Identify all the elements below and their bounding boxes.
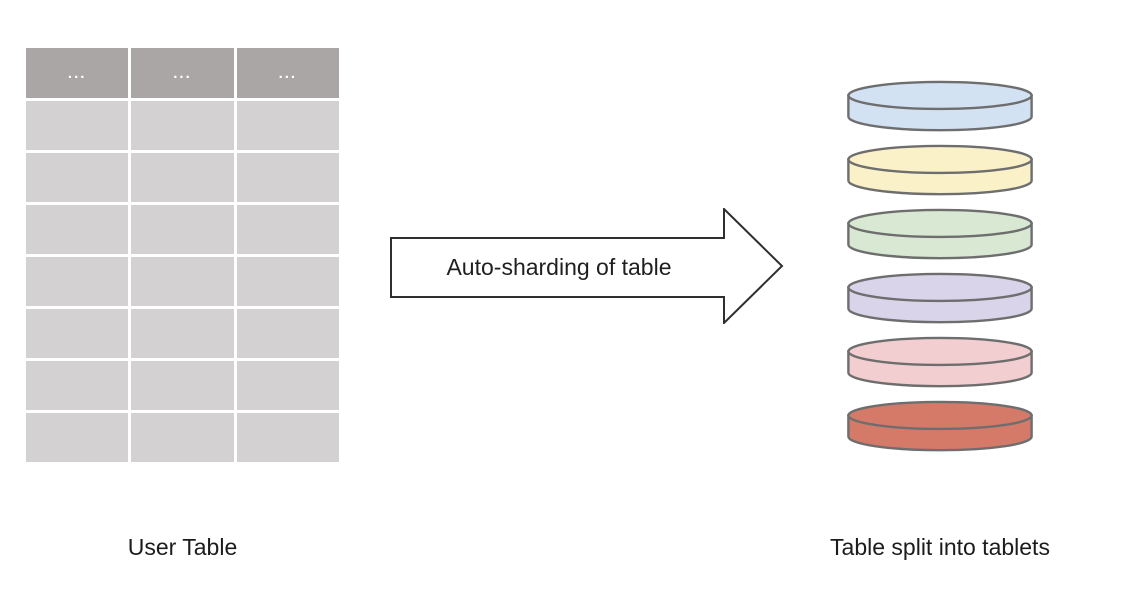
arrow-label: Auto-sharding of table bbox=[446, 254, 672, 280]
table-cell bbox=[131, 153, 234, 202]
tablet-cylinder-2 bbox=[847, 144, 1033, 196]
tablet-top bbox=[847, 80, 1033, 111]
tablet-cylinder-5 bbox=[847, 336, 1033, 388]
table-cell bbox=[131, 309, 234, 358]
table-cell bbox=[236, 101, 339, 150]
tablet-top bbox=[847, 272, 1033, 303]
arrow-shape bbox=[390, 208, 784, 324]
tablet-top bbox=[847, 400, 1033, 431]
table-header-cell: ... bbox=[131, 48, 234, 98]
table-cell bbox=[26, 361, 129, 410]
tablets-stack bbox=[842, 80, 1038, 454]
table-cell bbox=[26, 413, 129, 462]
table-cell bbox=[131, 205, 234, 254]
tablet-top bbox=[847, 208, 1033, 239]
table-cell bbox=[236, 257, 339, 306]
tablet-cylinder-3 bbox=[847, 208, 1033, 260]
table-header-cell: ... bbox=[236, 48, 339, 98]
table-cell bbox=[131, 101, 234, 150]
user-table-caption: User Table bbox=[127, 534, 238, 560]
table-cell bbox=[236, 361, 339, 410]
table-cell bbox=[26, 205, 129, 254]
table-cell bbox=[236, 309, 339, 358]
table-cell bbox=[236, 153, 339, 202]
tablet-top bbox=[847, 144, 1033, 175]
tablet-cylinder-6 bbox=[847, 400, 1033, 452]
user-table: ... ... ... bbox=[26, 48, 339, 462]
table-cell bbox=[131, 413, 234, 462]
table-header-cell: ... bbox=[26, 48, 129, 98]
table-cell bbox=[236, 205, 339, 254]
table-cell bbox=[26, 309, 129, 358]
table-cell bbox=[26, 257, 129, 306]
table-cell bbox=[236, 413, 339, 462]
table-cell bbox=[131, 257, 234, 306]
tablet-cylinder-1 bbox=[847, 80, 1033, 132]
table-cell bbox=[26, 101, 129, 150]
auto-sharding-arrow bbox=[390, 208, 784, 324]
tablet-top bbox=[847, 336, 1033, 367]
table-cell bbox=[131, 361, 234, 410]
tablet-cylinder-4 bbox=[847, 272, 1033, 324]
table-cell bbox=[26, 153, 129, 202]
tablets-caption: Table split into tablets bbox=[830, 534, 1050, 560]
